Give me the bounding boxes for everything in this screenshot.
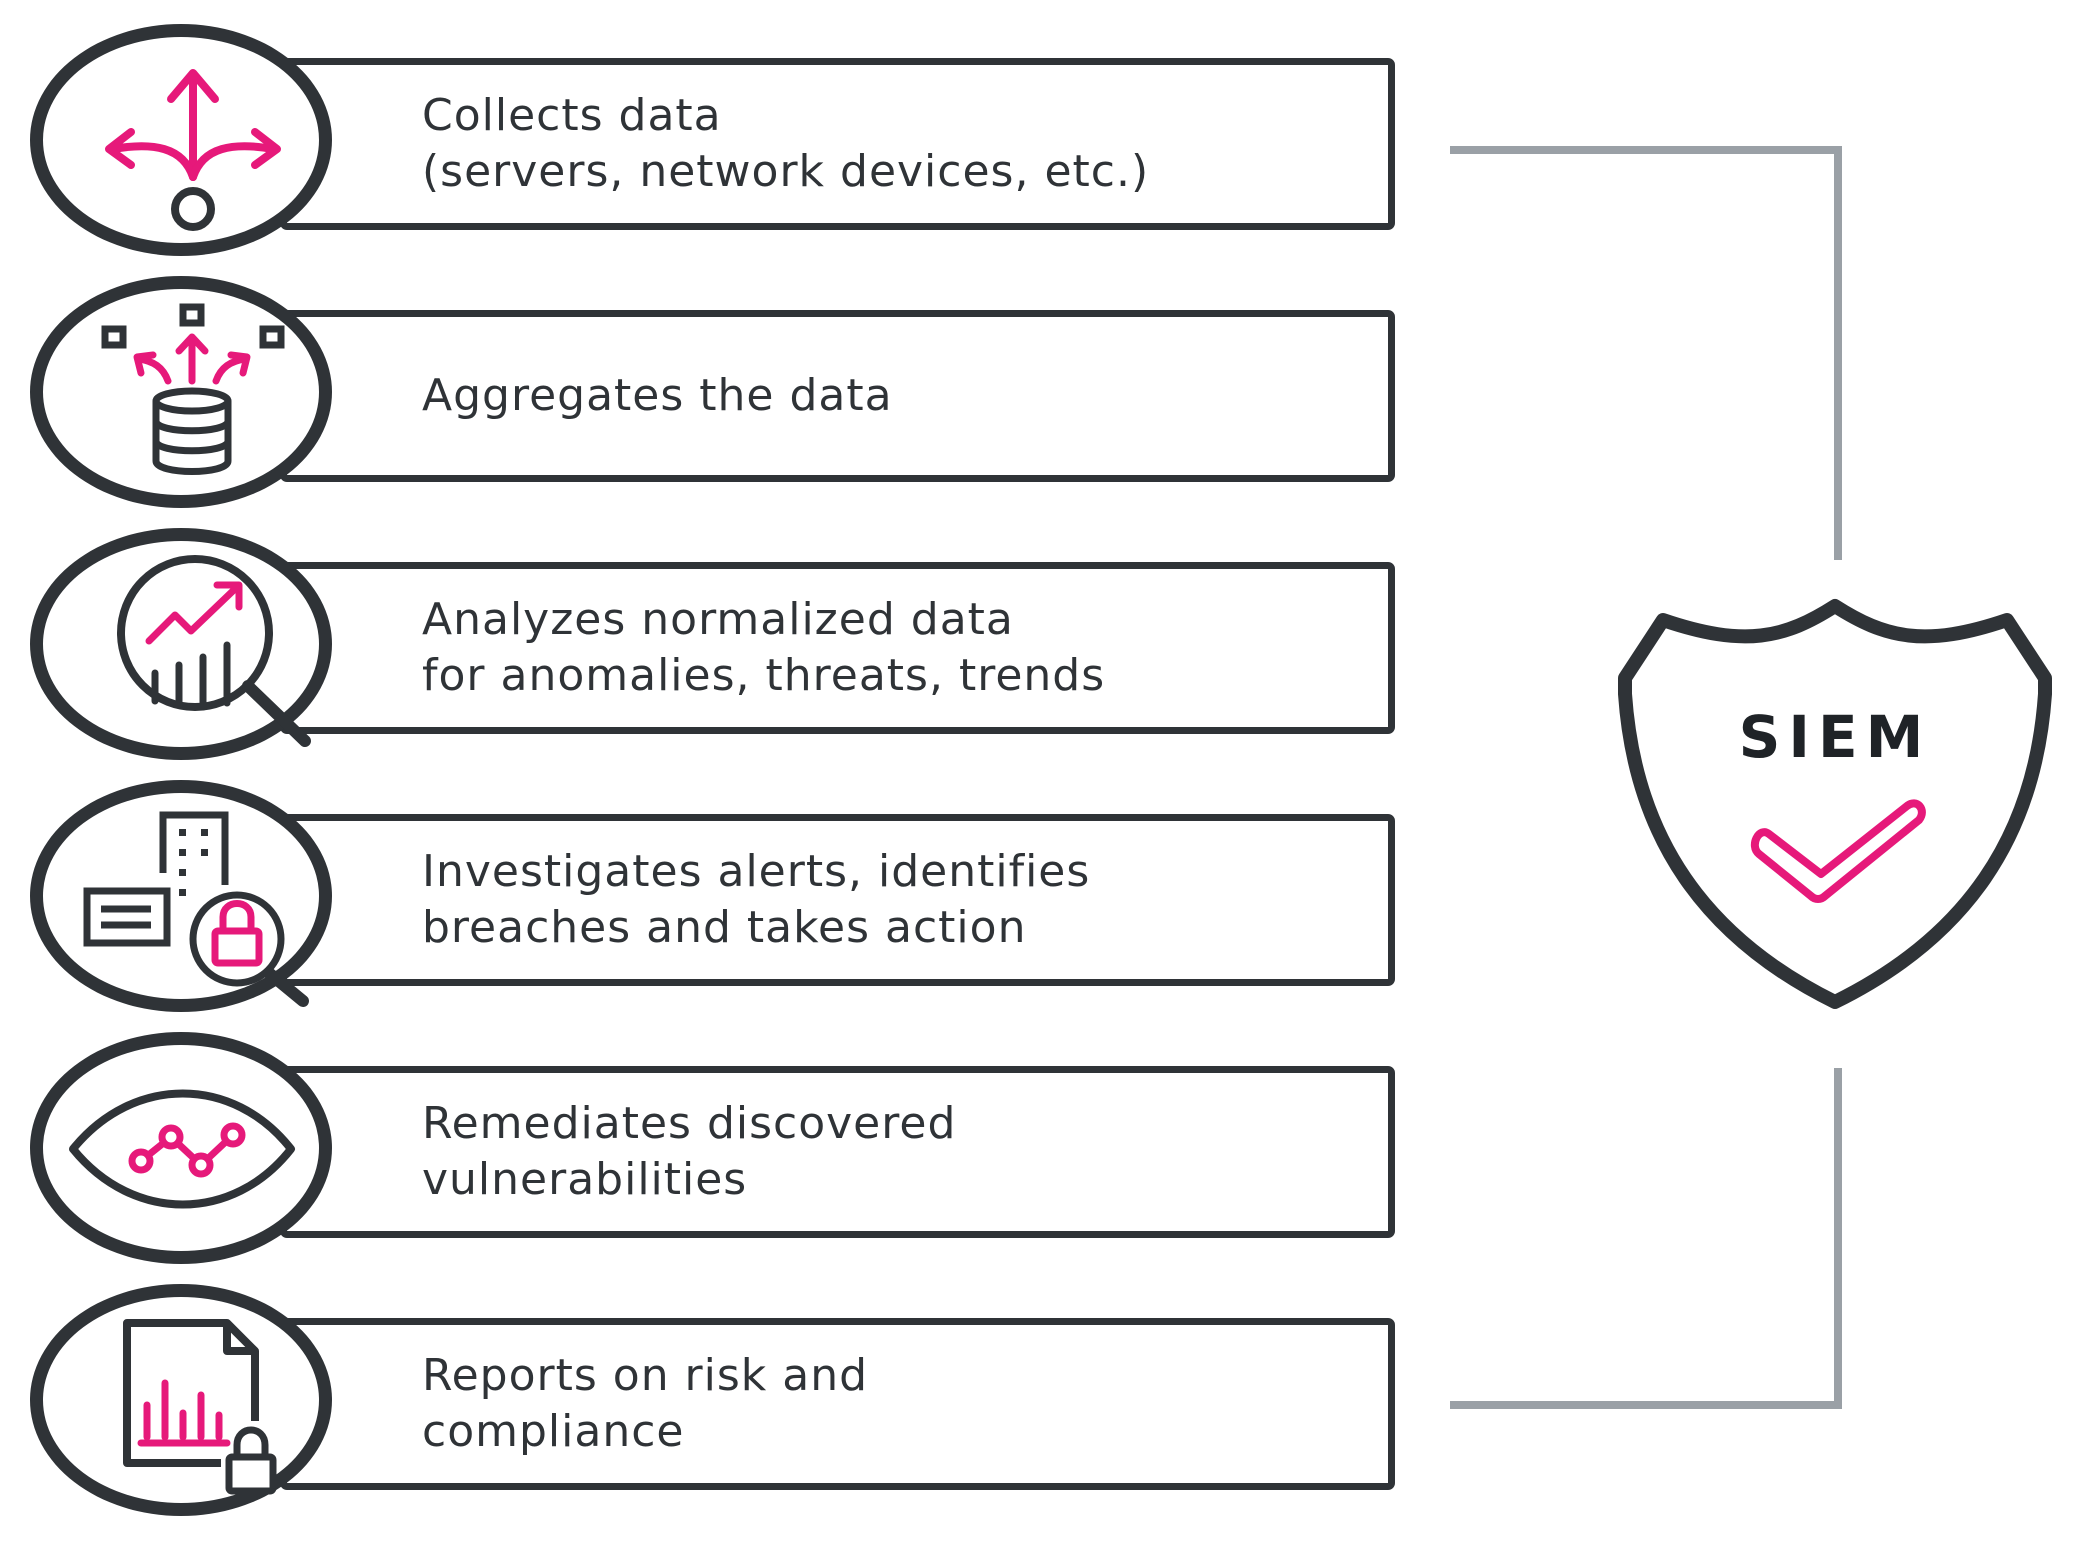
step-text: Analyzes normalized data for anomalies, … <box>422 592 1105 704</box>
data-collection-arrows-icon <box>30 24 332 256</box>
step-line: (servers, network devices, etc.) <box>422 146 1150 197</box>
step-line: Investigates alerts, identifies <box>422 846 1091 897</box>
step-line: Reports on risk and <box>422 1350 869 1401</box>
database-aggregation-icon <box>30 276 332 508</box>
step-text: Investigates alerts, identifies breaches… <box>422 844 1090 956</box>
step-box-remediates: Remediates discovered vulnerabilities <box>280 1066 1395 1238</box>
eye-network-icon <box>30 1032 332 1264</box>
magnifier-trend-chart-icon <box>30 528 332 760</box>
shield-check-icon <box>1618 599 2052 1009</box>
step-text: Reports on risk and compliance <box>422 1348 868 1460</box>
step-line: Aggregates the data <box>422 370 893 421</box>
step-text: Remediates discovered vulnerabilities <box>422 1096 956 1208</box>
step-line: compliance <box>422 1406 685 1457</box>
step-box-reports: Reports on risk and compliance <box>280 1318 1395 1490</box>
step-box-aggregates: Aggregates the data <box>280 310 1395 482</box>
step-line: for anomalies, threats, trends <box>422 650 1106 701</box>
connector-bottom-line <box>1450 1068 1842 1409</box>
building-lock-magnifier-icon <box>30 780 332 1012</box>
shield-label: SIEM <box>1738 703 1932 771</box>
report-lock-icon <box>30 1284 332 1516</box>
step-box-collects: Collects data (servers, network devices,… <box>280 58 1395 230</box>
step-box-investigates: Investigates alerts, identifies breaches… <box>280 814 1395 986</box>
step-line: breaches and takes action <box>422 902 1027 953</box>
step-line: Analyzes normalized data <box>422 594 1014 645</box>
step-text: Aggregates the data <box>422 368 893 424</box>
step-line: Remediates discovered <box>422 1098 957 1149</box>
step-box-analyzes: Analyzes normalized data for anomalies, … <box>280 562 1395 734</box>
step-text: Collects data (servers, network devices,… <box>422 88 1149 200</box>
step-line: Collects data <box>422 90 722 141</box>
connector-top-line <box>1450 146 1842 560</box>
siem-shield: SIEM <box>1595 598 2075 1018</box>
step-line: vulnerabilities <box>422 1154 748 1205</box>
